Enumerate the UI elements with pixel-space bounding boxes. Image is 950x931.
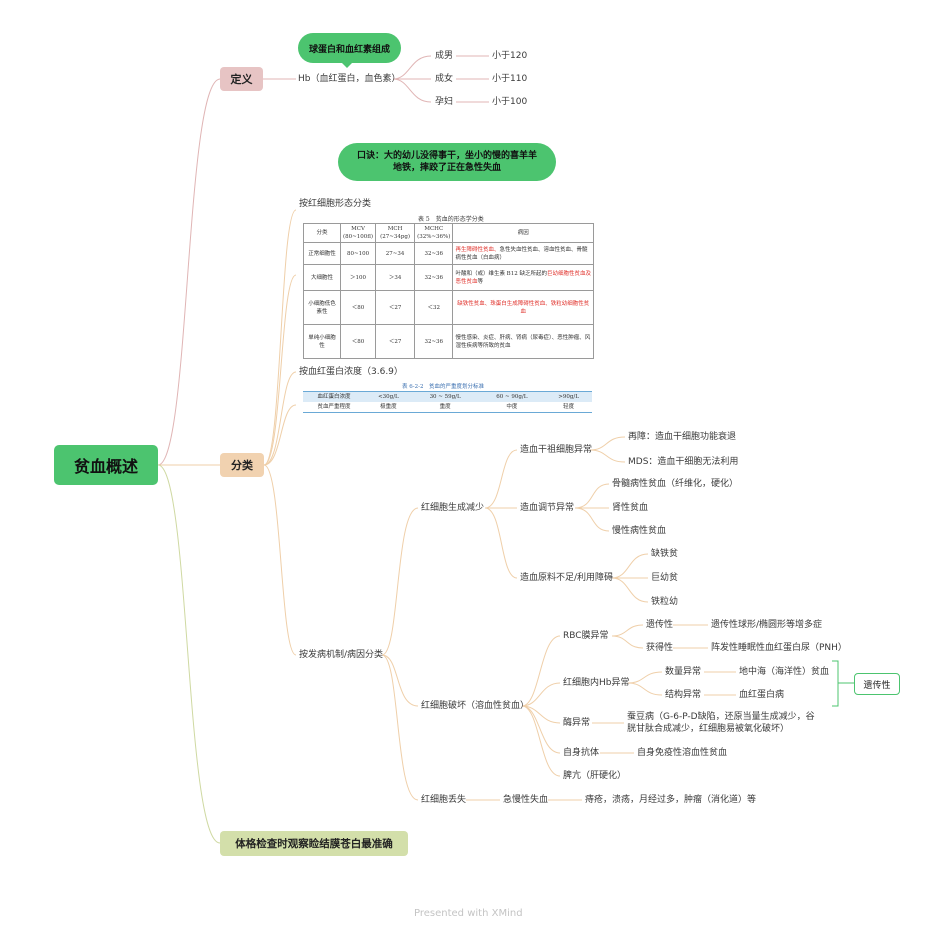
morph-cause-black: 叶酸和（或）维生素 B12 缺乏所起的 — [455, 270, 547, 277]
morph-cell: 大细胞性 — [303, 264, 341, 291]
morph-classification-label[interactable]: 按红细胞形态分类 — [299, 199, 372, 209]
material-node[interactable]: 造血原料不足/利用障碍 — [520, 573, 614, 583]
exam-topic[interactable]: 体格检查时观察睑结膜苍白最准确 — [220, 831, 408, 856]
regulation-item[interactable]: 慢性病性贫血 — [612, 526, 667, 536]
mechanism-label[interactable]: 按发病机制/病因分类 — [299, 650, 384, 660]
hb-node[interactable]: Hb（血红蛋白，血色素） — [298, 74, 401, 84]
hereditary-item[interactable]: 遗传性球形/椭圆形等增多症 — [711, 620, 823, 630]
value-female[interactable]: 小于110 — [492, 74, 528, 84]
morph-cell: 32~36 — [414, 242, 454, 265]
morph-cause-black: 慢性感染、炎症、肝病、肾病（尿毒症）、恶性肿瘤、风湿性疾病等所致的贫血 — [455, 334, 591, 349]
severity-cell: 极重度 — [380, 404, 397, 410]
morph-cell: ＜80 — [339, 290, 377, 325]
severity-cell: <30g/L — [378, 394, 399, 400]
morph-cell: 单纯小细胞性 — [303, 324, 341, 359]
morph-header: 分类 — [303, 223, 341, 243]
acquired-node[interactable]: 获得性 — [646, 643, 674, 653]
membrane-node[interactable]: RBC膜异常 — [563, 631, 609, 641]
morph-cell: ＜27 — [375, 324, 416, 359]
morph-cause-black: 急性失血性贫血、溶血性贫血、骨髓病性贫血（白血病） — [455, 246, 588, 261]
morph-cause-red: 巨幼细胞性贫血及恶性贫血 — [455, 270, 591, 285]
root-topic[interactable]: 贫血概述 — [54, 445, 158, 485]
classification-topic[interactable]: 分类 — [220, 453, 264, 477]
quantity-item[interactable]: 地中海（海洋性）贫血 — [739, 667, 830, 677]
morph-cause-red: 再生障碍性贫血、 — [455, 246, 500, 253]
group-female[interactable]: 成女 — [435, 74, 454, 84]
morph-cell: ＜32 — [414, 290, 454, 325]
decrease-node[interactable]: 红细胞生成减少 — [421, 503, 485, 513]
severity-classification-label[interactable]: 按血红蛋白浓度（3.6.9） — [299, 367, 403, 377]
morph-cell: ＜27 — [375, 290, 416, 325]
value-pregnant[interactable]: 小于100 — [492, 97, 528, 107]
severity-cell: 60 ~ 90g/L — [496, 394, 528, 400]
morph-header: MCHC (32%~36%) — [414, 223, 454, 243]
regulation-item[interactable]: 骨髓病性贫血（纤维化，硬化） — [612, 479, 739, 489]
severity-cell: 贫血严重程度 — [317, 404, 351, 410]
severity-cell: 30 ~ 59g/L — [429, 394, 461, 400]
morph-header: 病因 — [452, 223, 594, 243]
structure-item[interactable]: 血红蛋白病 — [739, 690, 785, 700]
enzyme-item[interactable]: 蚕豆病（G-6-P-D缺陷，还原当量生成减少，谷胱甘肽合成减少，红细胞易被氧化破… — [627, 712, 815, 734]
enzyme-node[interactable]: 酶异常 — [563, 718, 591, 728]
value-male[interactable]: 小于120 — [492, 51, 528, 61]
definition-topic[interactable]: 定义 — [220, 67, 263, 91]
structure-node[interactable]: 结构异常 — [665, 690, 702, 700]
hb-abnormal-node[interactable]: 红细胞内Hb异常 — [563, 678, 630, 688]
morph-cell: ＜80 — [339, 324, 377, 359]
morph-cell: 32~36 — [414, 324, 454, 359]
morph-cause: 缺铁性贫血、珠蛋白生成障碍性贫血、铁粒幼细胞性贫血 — [452, 290, 594, 325]
severity-cell: 血红蛋白浓度 — [317, 394, 351, 400]
destruction-node[interactable]: 红细胞破坏（溶血性贫血） — [421, 701, 530, 711]
morph-cause: 再生障碍性贫血、急性失血性贫血、溶血性贫血、骨髓病性贫血（白血病） — [452, 242, 594, 265]
morph-cell: ＞100 — [339, 264, 377, 291]
morph-cell: 正常细胞性 — [303, 242, 341, 265]
morph-table-title: 表 5 贫血的形态学分类 — [418, 216, 484, 223]
morph-cause: 叶酸和（或）维生素 B12 缺乏所起的巨幼细胞性贫血及恶性贫血等 — [452, 264, 594, 291]
severity-table-title: 表 6-2-2 贫血的严重度划分标准 — [402, 384, 484, 390]
regulation-item[interactable]: 肾性贫血 — [612, 503, 649, 513]
group-male[interactable]: 成男 — [435, 51, 454, 61]
material-item[interactable]: 巨幼贫 — [651, 573, 679, 583]
severity-cell: 中度 — [506, 404, 518, 410]
morph-cell: 小细胞低色素性 — [303, 290, 341, 325]
loss-node[interactable]: 红细胞丢失 — [421, 795, 467, 805]
morph-cause-red: 缺铁性贫血、珠蛋白生成障碍性贫血、铁粒幼细胞性贫血 — [457, 300, 590, 315]
summary-hereditary[interactable]: 遗传性 — [854, 673, 900, 695]
material-item[interactable]: 铁粒幼 — [651, 597, 679, 607]
stem-cell-node[interactable]: 造血干祖细胞异常 — [520, 445, 593, 455]
hereditary-node[interactable]: 遗传性 — [646, 620, 674, 630]
spleen-node[interactable]: 脾亢（肝硬化） — [563, 771, 627, 781]
morph-table: 分类 MCV (80~100fl) MCH (27~34pg) MCHC (32… — [303, 223, 594, 359]
group-pregnant[interactable]: 孕妇 — [435, 97, 454, 107]
material-item[interactable]: 缺铁贫 — [651, 549, 679, 559]
chronic-loss-node[interactable]: 急慢性失血 — [503, 795, 549, 805]
severity-cell: 重度 — [439, 404, 451, 410]
severity-cell: 轻度 — [563, 404, 575, 410]
autoimmune-node[interactable]: 自身抗体 — [563, 748, 600, 758]
morph-header: MCV (80~100fl) — [339, 223, 377, 243]
morph-cause-tail: 等 — [477, 278, 483, 285]
severity-cell: >90g/L — [558, 394, 579, 400]
definition-callout: 球蛋白和血红素组成 — [298, 33, 401, 63]
morph-cell: ＞34 — [375, 264, 416, 291]
quantity-node[interactable]: 数量异常 — [665, 667, 702, 677]
morph-cause: 慢性感染、炎症、肝病、肾病（尿毒症）、恶性肿瘤、风湿性疾病等所致的贫血 — [452, 324, 594, 359]
stem-item[interactable]: MDS：造血干细胞无法利用 — [628, 457, 739, 467]
morph-header: MCH (27~34pg) — [375, 223, 416, 243]
acquired-item[interactable]: 阵发性睡眠性血红蛋白尿（PNH） — [711, 643, 847, 653]
autoimmune-item[interactable]: 自身免疫性溶血性贫血 — [637, 748, 728, 758]
footer-watermark: Presented with XMind — [414, 908, 523, 919]
morph-cell: 80~100 — [339, 242, 377, 265]
stem-item[interactable]: 再障：造血干细胞功能衰退 — [628, 432, 737, 442]
callout-tail — [340, 61, 354, 68]
loss-item[interactable]: 痔疮，溃疡，月经过多，肿瘤（消化道）等 — [585, 795, 757, 805]
regulation-node[interactable]: 造血调节异常 — [520, 503, 575, 513]
mnemonic-callout: 口诀：大的幼儿没得事干，坐小的慢的喜羊羊地铁，摔跤了正在急性失血 — [338, 143, 556, 181]
morph-cell: 32~36 — [414, 264, 454, 291]
severity-table: 血红蛋白浓度 <30g/L 30 ~ 59g/L 60 ~ 90g/L >90g… — [303, 391, 592, 413]
morph-cell: 27~34 — [375, 242, 416, 265]
